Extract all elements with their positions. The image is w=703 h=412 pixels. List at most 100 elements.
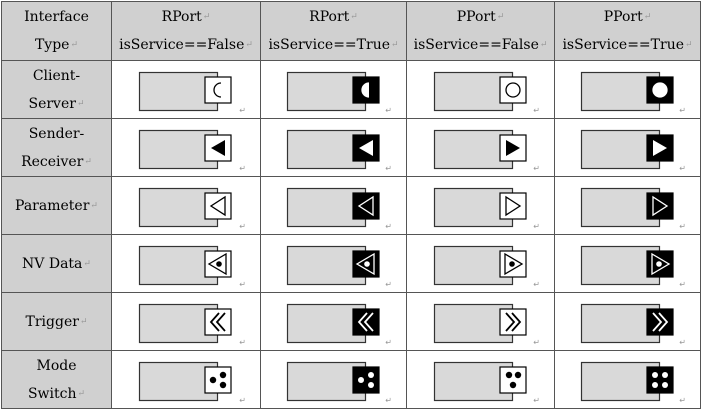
nv-data-pport-true-icon [580, 245, 674, 285]
mode-switch-rport-false-icon [138, 361, 232, 401]
port-square [204, 365, 232, 394]
return-mark: ↵ [239, 280, 246, 289]
port-square [498, 191, 527, 220]
row-label-text: Sender- [28, 125, 85, 142]
row-label-text: NV Data [22, 255, 83, 272]
cell-trigger-rport-false: ↵ [111, 292, 261, 351]
parameter-rport-false-icon [138, 187, 232, 227]
sender-receiver-pport-true-icon [580, 129, 674, 169]
row-nv-data: NV Data↵↵↵↵↵ [1, 234, 701, 293]
parameter-port-symbol [651, 195, 668, 216]
cell-sender-receiver-pport-false: ↵ [406, 118, 555, 177]
row-label-parameter: Parameter↵ [1, 176, 112, 235]
parameter-port-symbol [209, 195, 226, 216]
return-mark: ↵ [679, 164, 686, 173]
row-label-text: Client- [32, 67, 81, 84]
client-server-pport-true-icon [580, 71, 674, 111]
cell-client-server-rport-true: ↵ [260, 60, 407, 119]
row-label-text: Trigger [25, 313, 79, 330]
sender-receiver-port-symbol [652, 139, 667, 156]
mode-switch-pport-true-icon [580, 361, 674, 401]
return-mark: ↵ [385, 338, 392, 347]
return-mark: ↵ [76, 98, 85, 109]
mode-switch-port-symbol [357, 371, 374, 388]
return-mark: ↵ [239, 222, 246, 231]
cell-nv-data-pport-true: ↵ [554, 234, 701, 293]
return-mark: ↵ [679, 106, 686, 115]
cell-sender-receiver-rport-false: ↵ [111, 118, 261, 177]
return-mark: ↵ [533, 106, 540, 115]
sender-receiver-port-symbol [505, 139, 520, 156]
return-mark: ↵ [90, 200, 98, 211]
parameter-pport-false-icon [433, 187, 527, 227]
cell-client-server-pport-false: ↵ [406, 60, 555, 119]
cell-parameter-pport-true: ↵ [554, 176, 701, 235]
cell-parameter-pport-false: ↵ [406, 176, 555, 235]
cell-trigger-rport-true: ↵ [260, 292, 407, 351]
port-square [204, 75, 232, 104]
cell-mode-switch-rport-false: ↵ [111, 350, 261, 409]
header-pport-true: PPort↵ isService==True↵ [554, 1, 701, 61]
header-row: Interface Type↵ RPort↵ isService==False↵… [1, 1, 701, 61]
trigger-port-symbol [357, 311, 374, 332]
row-label-text: Server [28, 95, 76, 112]
cell-client-server-rport-false: ↵ [111, 60, 261, 119]
cell-sender-receiver-pport-true: ↵ [554, 118, 701, 177]
row-label-text: Switch [27, 385, 77, 402]
row-label-trigger: Trigger↵ [1, 292, 112, 351]
row-parameter: Parameter↵↵↵↵↵ [1, 176, 701, 235]
cell-nv-data-rport-false: ↵ [111, 234, 261, 293]
port-square [351, 365, 380, 394]
cell-parameter-rport-false: ↵ [111, 176, 261, 235]
cell-parameter-rport-true: ↵ [260, 176, 407, 235]
return-mark: ↵ [533, 222, 540, 231]
return-mark: ↵ [679, 280, 686, 289]
return-mark: ↵ [679, 222, 686, 231]
nv-data-port-symbol [650, 252, 670, 275]
client-server-port-symbol [651, 81, 668, 98]
parameter-rport-true-icon [286, 187, 380, 227]
return-mark: ↵ [533, 396, 540, 405]
nv-data-port-symbol [355, 252, 375, 275]
return-mark: ↵ [385, 222, 392, 231]
cell-trigger-pport-false: ↵ [406, 292, 555, 351]
trigger-pport-true-icon [580, 303, 674, 343]
client-server-port-symbol [504, 81, 521, 98]
header-rport-true: RPort↵ isService==True↵ [260, 1, 407, 61]
row-label-client-server: Client- Server↵ [1, 60, 112, 119]
header-interface-type: Interface Type↵ [1, 1, 112, 61]
return-mark: ↵ [239, 106, 246, 115]
row-trigger: Trigger↵↵↵↵↵ [1, 292, 701, 351]
client-server-port-symbol [360, 81, 369, 98]
cell-sender-receiver-rport-true: ↵ [260, 118, 407, 177]
sender-receiver-port-symbol [211, 139, 225, 156]
nv-data-port-symbol [207, 252, 227, 275]
nv-data-pport-false-icon [433, 245, 527, 285]
return-mark: ↵ [77, 388, 86, 399]
trigger-pport-false-icon [433, 303, 527, 343]
port-square [498, 75, 527, 104]
cell-mode-switch-rport-true: ↵ [260, 350, 407, 409]
parameter-port-symbol [357, 195, 374, 216]
client-server-pport-false-icon [433, 71, 527, 111]
trigger-port-symbol [504, 311, 521, 332]
client-server-rport-true-icon [286, 71, 380, 111]
nv-data-rport-true-icon [286, 245, 380, 285]
header-rport-false: RPort↵ isService==False↵ [111, 1, 261, 61]
mode-switch-pport-false-icon [433, 361, 527, 401]
row-label-nv-data: NV Data↵ [1, 234, 112, 293]
trigger-rport-false-icon [138, 303, 232, 343]
sender-receiver-rport-true-icon [286, 129, 380, 169]
sender-receiver-rport-false-icon [138, 129, 232, 169]
cell-trigger-pport-true: ↵ [554, 292, 701, 351]
parameter-port-symbol [504, 195, 521, 216]
return-mark: ↵ [79, 316, 88, 327]
return-mark: ↵ [533, 164, 540, 173]
trigger-port-symbol [209, 311, 226, 332]
cell-mode-switch-pport-false: ↵ [406, 350, 555, 409]
return-mark: ↵ [239, 338, 246, 347]
row-label-text: Parameter [15, 197, 90, 214]
cell-mode-switch-pport-true: ↵ [554, 350, 701, 409]
return-mark: ↵ [385, 164, 392, 173]
